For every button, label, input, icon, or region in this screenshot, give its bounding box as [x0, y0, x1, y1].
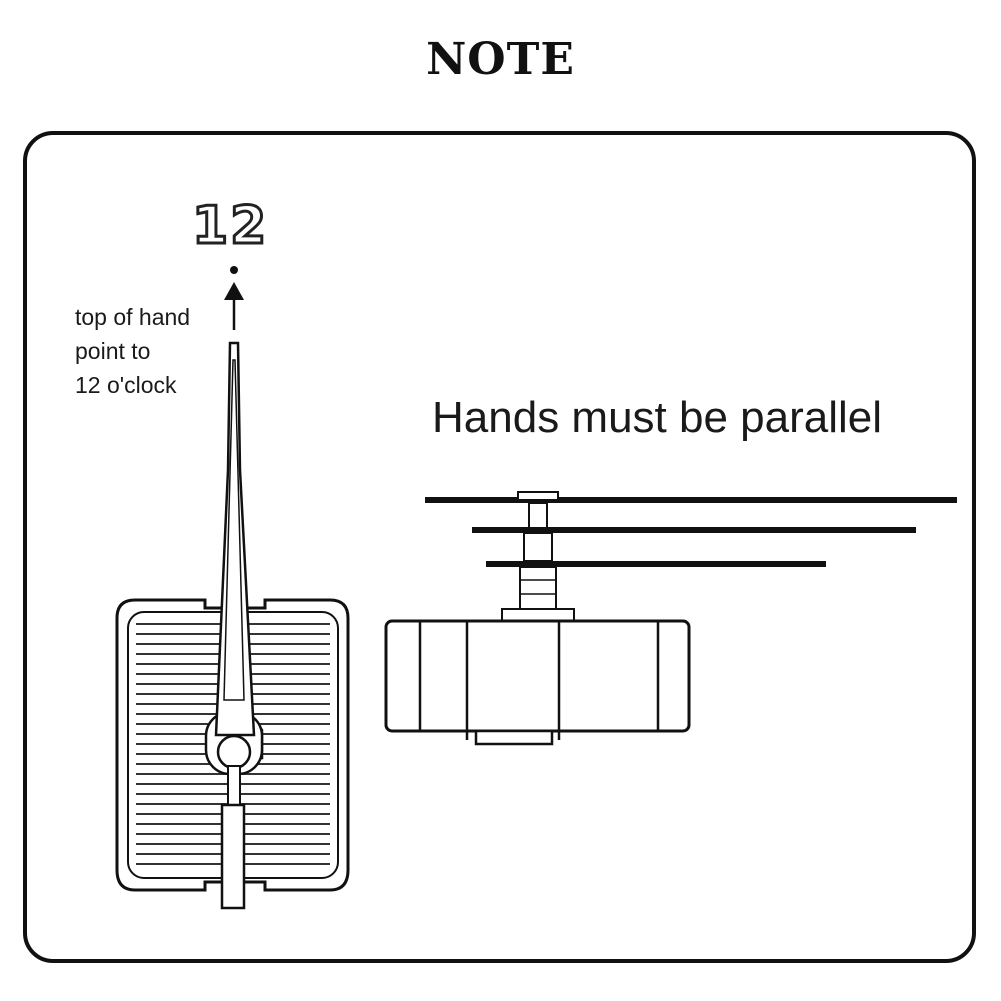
movement-front-view: [115, 266, 350, 910]
movement-side-view: [384, 491, 957, 746]
hand-instruction: top of hand point to 12 o'clock: [75, 304, 191, 398]
housing-foot: [474, 729, 554, 746]
spindle-cap: [517, 491, 559, 501]
spindle-mid: [523, 532, 553, 562]
note-title: NOTE: [426, 34, 575, 85]
movement-housing: [384, 619, 691, 733]
spindle-lower: [519, 566, 557, 610]
hand-hub: [216, 734, 252, 770]
arrow-head-icon: [224, 282, 244, 300]
hand-tail-neck: [227, 765, 241, 807]
movement-stripes: [136, 623, 330, 865]
parallel-caption: Hands must be parallel: [432, 393, 883, 442]
spindle-top: [528, 502, 548, 529]
clock-hand-inner: [223, 359, 245, 701]
hand-tail: [220, 803, 246, 910]
twelve-dot: [230, 266, 238, 274]
hand-line-middle: [472, 527, 916, 533]
hand-line-top: [425, 497, 957, 503]
hand-line-bottom: [486, 561, 826, 567]
twelve-label: 12: [190, 195, 269, 258]
spindle-base: [501, 608, 575, 622]
